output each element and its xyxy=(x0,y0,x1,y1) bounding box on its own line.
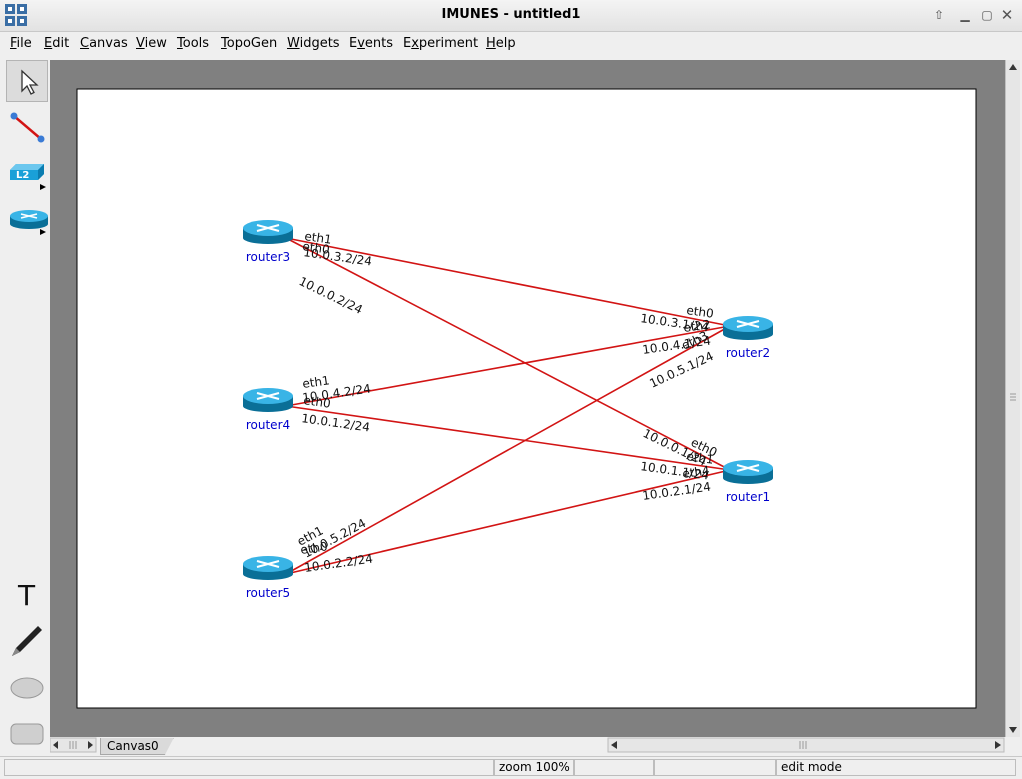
l2-switch-tool-button[interactable]: L2 xyxy=(6,156,48,198)
link-router4-router2[interactable] xyxy=(285,325,731,407)
link-icon xyxy=(10,112,45,143)
router-label: router4 xyxy=(246,418,290,432)
router-icon xyxy=(10,210,48,235)
imunes-logo-icon xyxy=(5,4,27,26)
l2-switch-icon: L2 xyxy=(10,164,46,190)
router-label: router2 xyxy=(726,346,770,360)
menu-view[interactable]: View xyxy=(136,36,167,51)
router-label: router3 xyxy=(246,250,290,264)
link-router4-router1[interactable] xyxy=(285,405,731,471)
menu-edit[interactable]: Edit xyxy=(44,36,70,51)
menu-tools[interactable]: Tools xyxy=(177,36,210,51)
link-tool-button[interactable] xyxy=(6,106,48,148)
status-bar: zoom 100% edit mode xyxy=(0,756,1022,779)
link-router5-router1[interactable] xyxy=(285,469,731,575)
status-message xyxy=(4,759,494,776)
rounded-rectangle-icon xyxy=(10,723,44,745)
menu-file[interactable]: File xyxy=(10,36,32,51)
vertical-scrollbar[interactable] xyxy=(1005,60,1020,737)
router-node-router5[interactable] xyxy=(243,556,293,580)
link-label: eth0 xyxy=(303,393,332,411)
rectangle-tool-button[interactable] xyxy=(6,714,48,756)
oval-tool-button[interactable] xyxy=(6,668,48,710)
router-node-router4[interactable] xyxy=(243,388,293,412)
link-label: eth2 xyxy=(682,317,711,335)
pointer-arrow-icon xyxy=(21,69,39,95)
canvas-page xyxy=(76,88,977,709)
links-layer xyxy=(285,237,731,575)
menu-events[interactable]: Events xyxy=(349,36,394,51)
maximize-window-button[interactable]: ▢ xyxy=(981,8,993,22)
router-node-router2[interactable] xyxy=(723,316,773,340)
link-label: eth0 xyxy=(302,239,331,257)
close-window-button[interactable]: ✕ xyxy=(1000,6,1014,24)
freeform-tool-button[interactable] xyxy=(6,620,48,662)
link-label: eth1 xyxy=(301,373,330,391)
link-router3-router2[interactable] xyxy=(285,237,731,327)
router-tool-button[interactable] xyxy=(6,202,48,244)
menu-bar: File Edit Canvas View Tools TopoGen Widgets Eve… xyxy=(0,32,1022,56)
text-t-icon: T xyxy=(17,579,36,612)
link-label: eth4 xyxy=(681,463,710,481)
link-router5-router2[interactable] xyxy=(285,325,731,575)
tab-scroll-controls xyxy=(49,737,1005,753)
vertical-scrollbar-arrows xyxy=(1009,64,1017,733)
link-label: eth0 xyxy=(686,303,715,321)
tool-palette: L2 T xyxy=(2,58,50,750)
routers-layer: router1 router2 router3 router4 router5 xyxy=(243,220,773,600)
status-cell-empty-2 xyxy=(654,759,776,776)
tab-canvas0[interactable]: Canvas0 xyxy=(100,738,174,755)
pen-icon xyxy=(12,626,42,656)
router-node-router3[interactable] xyxy=(243,220,293,244)
router-label: router1 xyxy=(726,490,770,504)
link-label: eth0 xyxy=(299,539,328,557)
svg-text:T: T xyxy=(17,579,36,612)
mode-status: edit mode xyxy=(776,759,1016,776)
menu-widgets[interactable]: Widgets xyxy=(287,36,340,51)
router-node-router1[interactable] xyxy=(723,460,773,484)
svg-text:L2: L2 xyxy=(16,170,29,181)
link-router3-router1[interactable] xyxy=(285,237,731,471)
link-label: eth1 xyxy=(686,449,715,467)
select-tool-button[interactable] xyxy=(6,60,48,102)
menu-experiment[interactable]: Experiment xyxy=(403,36,479,51)
menu-help[interactable]: Help xyxy=(486,36,516,51)
minimize-window-button[interactable]: ▁ xyxy=(960,8,970,22)
text-tool-button[interactable]: T xyxy=(6,573,48,615)
oval-icon xyxy=(10,677,44,699)
window-title: IMUNES - untitled1 xyxy=(441,7,581,22)
status-cell-empty xyxy=(574,759,654,776)
menu-topogen[interactable]: TopoGen xyxy=(221,36,278,51)
link-label: eth1 xyxy=(304,229,333,247)
canvas-tab-bar xyxy=(49,737,1020,754)
shade-window-button[interactable]: ⇧ xyxy=(933,8,945,22)
router-label: router5 xyxy=(246,586,290,600)
title-bar: IMUNES - untitled1 ⇧ ▁ ▢ ✕ xyxy=(0,0,1022,32)
menu-canvas[interactable]: Canvas xyxy=(80,36,128,51)
zoom-status: zoom 100% xyxy=(494,759,574,776)
